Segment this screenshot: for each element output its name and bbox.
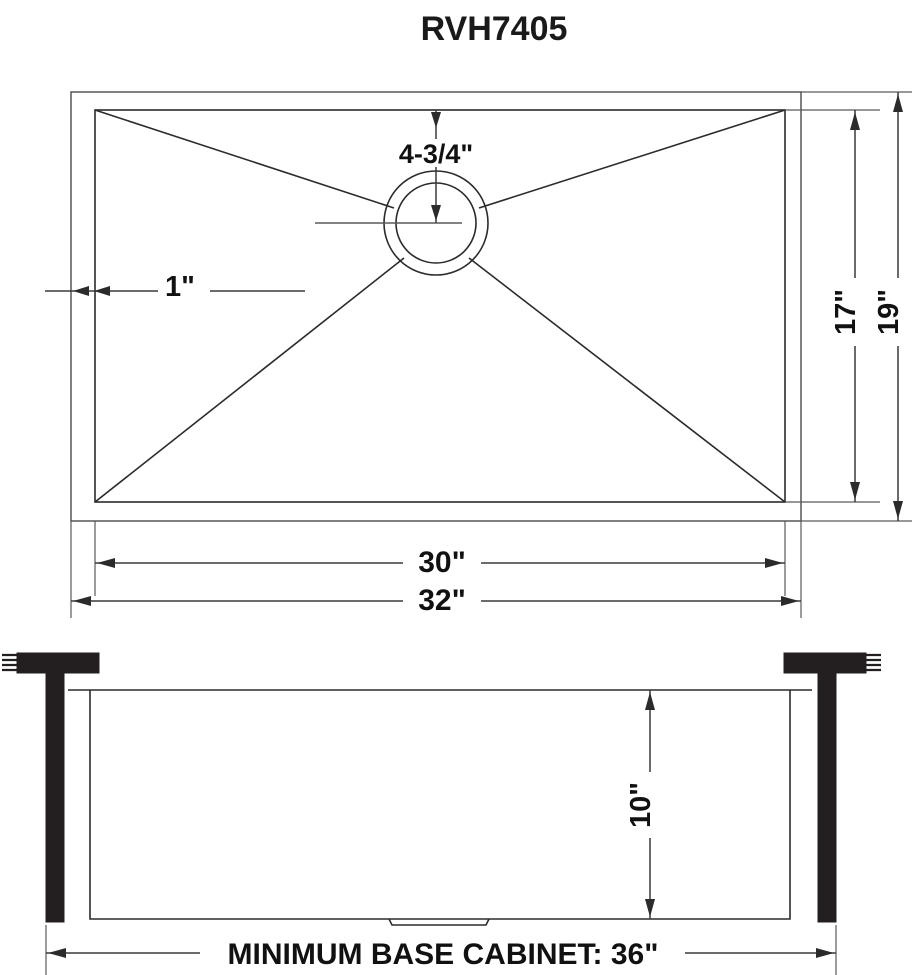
inner-width-arrow-right xyxy=(765,558,783,568)
outer-width-label-backdrop xyxy=(403,582,481,614)
outer-height-arrow-top xyxy=(893,94,903,112)
rim-width-arrow-right xyxy=(94,286,110,296)
inner-height-label: 17" xyxy=(830,289,862,335)
base-cabinet-label-backdrop xyxy=(200,931,685,967)
inner-width-label-backdrop xyxy=(403,544,481,576)
rim-width-label: 1" xyxy=(165,271,195,303)
basin-slope-line-top-left xyxy=(94,109,395,209)
inner-height-arrow-top xyxy=(850,112,860,130)
sink-outer-rim-rect xyxy=(70,91,802,522)
drain-offset-arrow-down xyxy=(431,205,441,221)
rim-width-arrow-left xyxy=(73,286,89,296)
countertop-slab-left xyxy=(16,652,100,674)
sink-body-outline xyxy=(89,690,791,920)
inner-height-arrow-bottom xyxy=(850,482,860,500)
drain-bump-side xyxy=(388,918,490,926)
bowl-depth-label: 10" xyxy=(625,782,657,828)
outer-height-label-backdrop xyxy=(881,278,915,346)
inner-width-arrow-left xyxy=(97,558,115,568)
base-cabinet-arrow-left xyxy=(48,948,66,958)
outer-height-label: 19" xyxy=(873,289,905,335)
inner-height-label-backdrop xyxy=(838,278,872,346)
outer-height-arrow-bottom xyxy=(893,501,903,519)
cabinet-post-right xyxy=(817,672,837,923)
rim-width-label-backdrop xyxy=(158,272,210,302)
bowl-depth-arrow-top xyxy=(645,692,655,710)
outer-width-label: 32" xyxy=(418,584,466,617)
sink-side-view: 10" MINIMUM BASE CABINET: 36" xyxy=(2,652,881,975)
countertop-slab-right xyxy=(783,652,867,674)
bowl-depth-arrow-bottom xyxy=(645,899,655,917)
basin-slope-line-top-right xyxy=(478,109,786,209)
sink-top-view: 4-3/4" 1" 17" 19" 30" xyxy=(45,91,915,618)
outer-width-arrow-left xyxy=(73,596,91,606)
drain-offset-arrow-up xyxy=(431,112,441,128)
page-title: RVH7405 xyxy=(421,10,568,48)
basin-slope-line-bottom-right xyxy=(468,257,786,503)
sink-inner-basin-rect xyxy=(94,109,786,503)
base-cabinet-label: MINIMUM BASE CABINET: 36" xyxy=(228,938,659,971)
inner-width-label: 30" xyxy=(418,546,466,579)
base-cabinet-arrow-right xyxy=(816,948,834,958)
basin-slope-line-bottom-left xyxy=(94,257,405,503)
cabinet-post-left xyxy=(45,672,65,923)
drain-offset-label: 4-3/4" xyxy=(399,139,473,169)
drain-offset-label-backdrop xyxy=(386,139,486,167)
outer-width-arrow-right xyxy=(781,596,799,606)
bowl-depth-label-backdrop xyxy=(633,772,667,838)
